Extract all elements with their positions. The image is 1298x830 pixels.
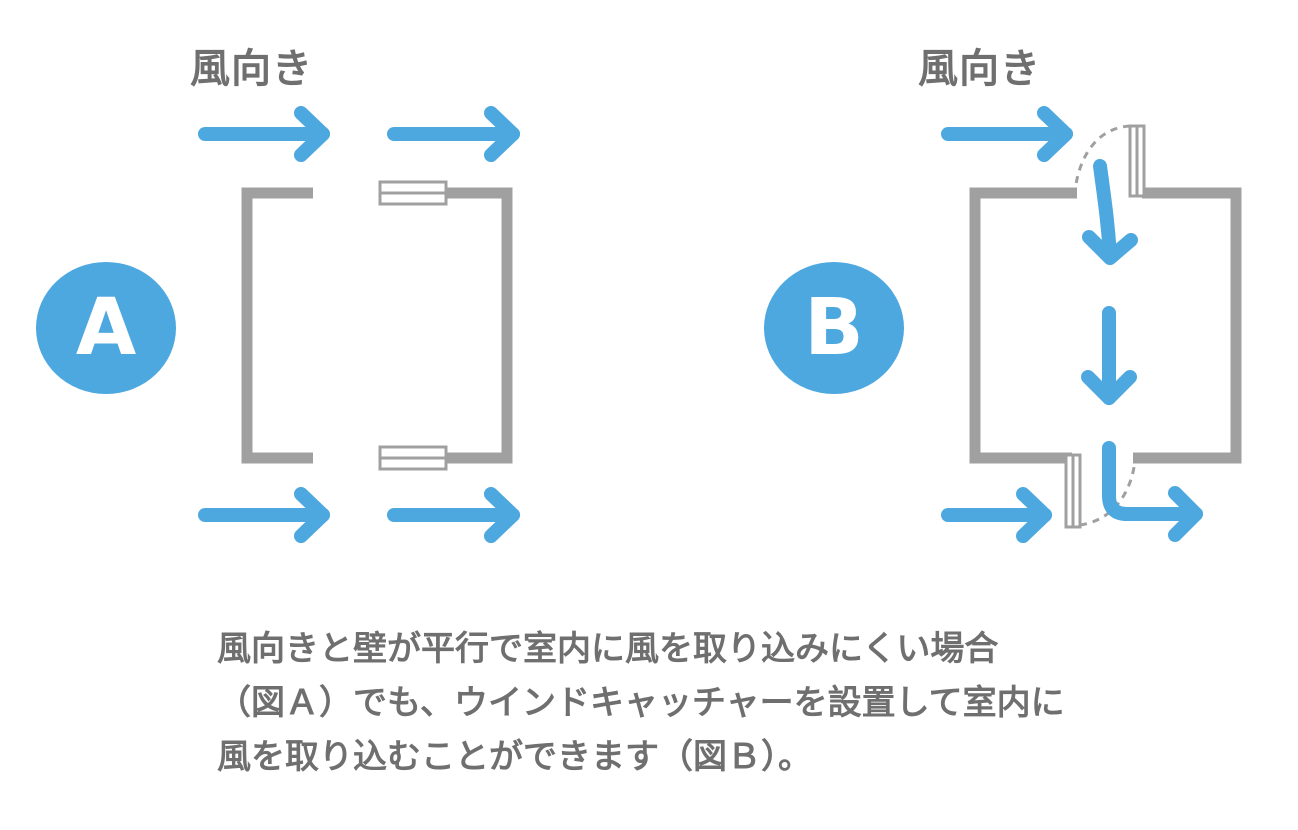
diagram-b-window-catcher-bottom: [1064, 453, 1082, 529]
diagram-b-badge: B: [764, 262, 904, 394]
diagram-b: [941, 106, 1242, 543]
diagram-b-window-catcher-top: [1128, 124, 1146, 198]
diagram-a-badge: A: [36, 262, 176, 394]
diagram-b-wind-arrow-incoming: [941, 106, 1073, 162]
diagram-b-wall-upper-left: [969, 187, 1077, 464]
caption-line-3: 風を取り込むことができます（図Ｂ）。: [217, 737, 812, 777]
caption: 風向きと壁が平行で室内に風を取り込みにくい場合 （図Ａ）でも、ウインドキャッチャ…: [217, 622, 1217, 784]
caption-line-2: （図Ａ）でも、ウインドキャッチャーを設置して室内に: [217, 683, 1065, 723]
diagram-b-wind-arrow-middle: [1081, 306, 1137, 405]
diagram-a-window-bottom: [378, 445, 448, 471]
diagram-b-swing-arc-top: [1073, 124, 1131, 193]
diagram-a-wind-direction-label: 風向き: [190, 46, 313, 92]
diagram-a-wall-left: [241, 187, 313, 464]
caption-line-1: 風向きと壁が平行で室内に風を取り込みにくい場合: [217, 629, 999, 669]
diagram-a: [198, 106, 520, 543]
diagram-b-wind-direction-label: 風向き: [918, 46, 1041, 92]
diagram-b-swing-arc-bottom: [1079, 459, 1137, 527]
diagram-a-wind-arrow-top-left: [198, 106, 330, 162]
diagram-b-wind-arrow-bottom: [941, 487, 1052, 543]
diagram-b-wall-upper-right: [1133, 187, 1242, 464]
diagram-a-wind-arrow-top-right: [387, 106, 520, 162]
diagram-a-wind-arrow-bottom-right: [387, 487, 520, 543]
diagram-a-wall-right: [446, 187, 513, 464]
diagram-a-wind-arrow-bottom-left: [198, 487, 330, 543]
diagram-b-wind-arrow-deflected: [1082, 159, 1138, 265]
diagram-a-window-top: [378, 180, 448, 206]
diagram-b-wind-arrow-exit: [1102, 441, 1203, 542]
